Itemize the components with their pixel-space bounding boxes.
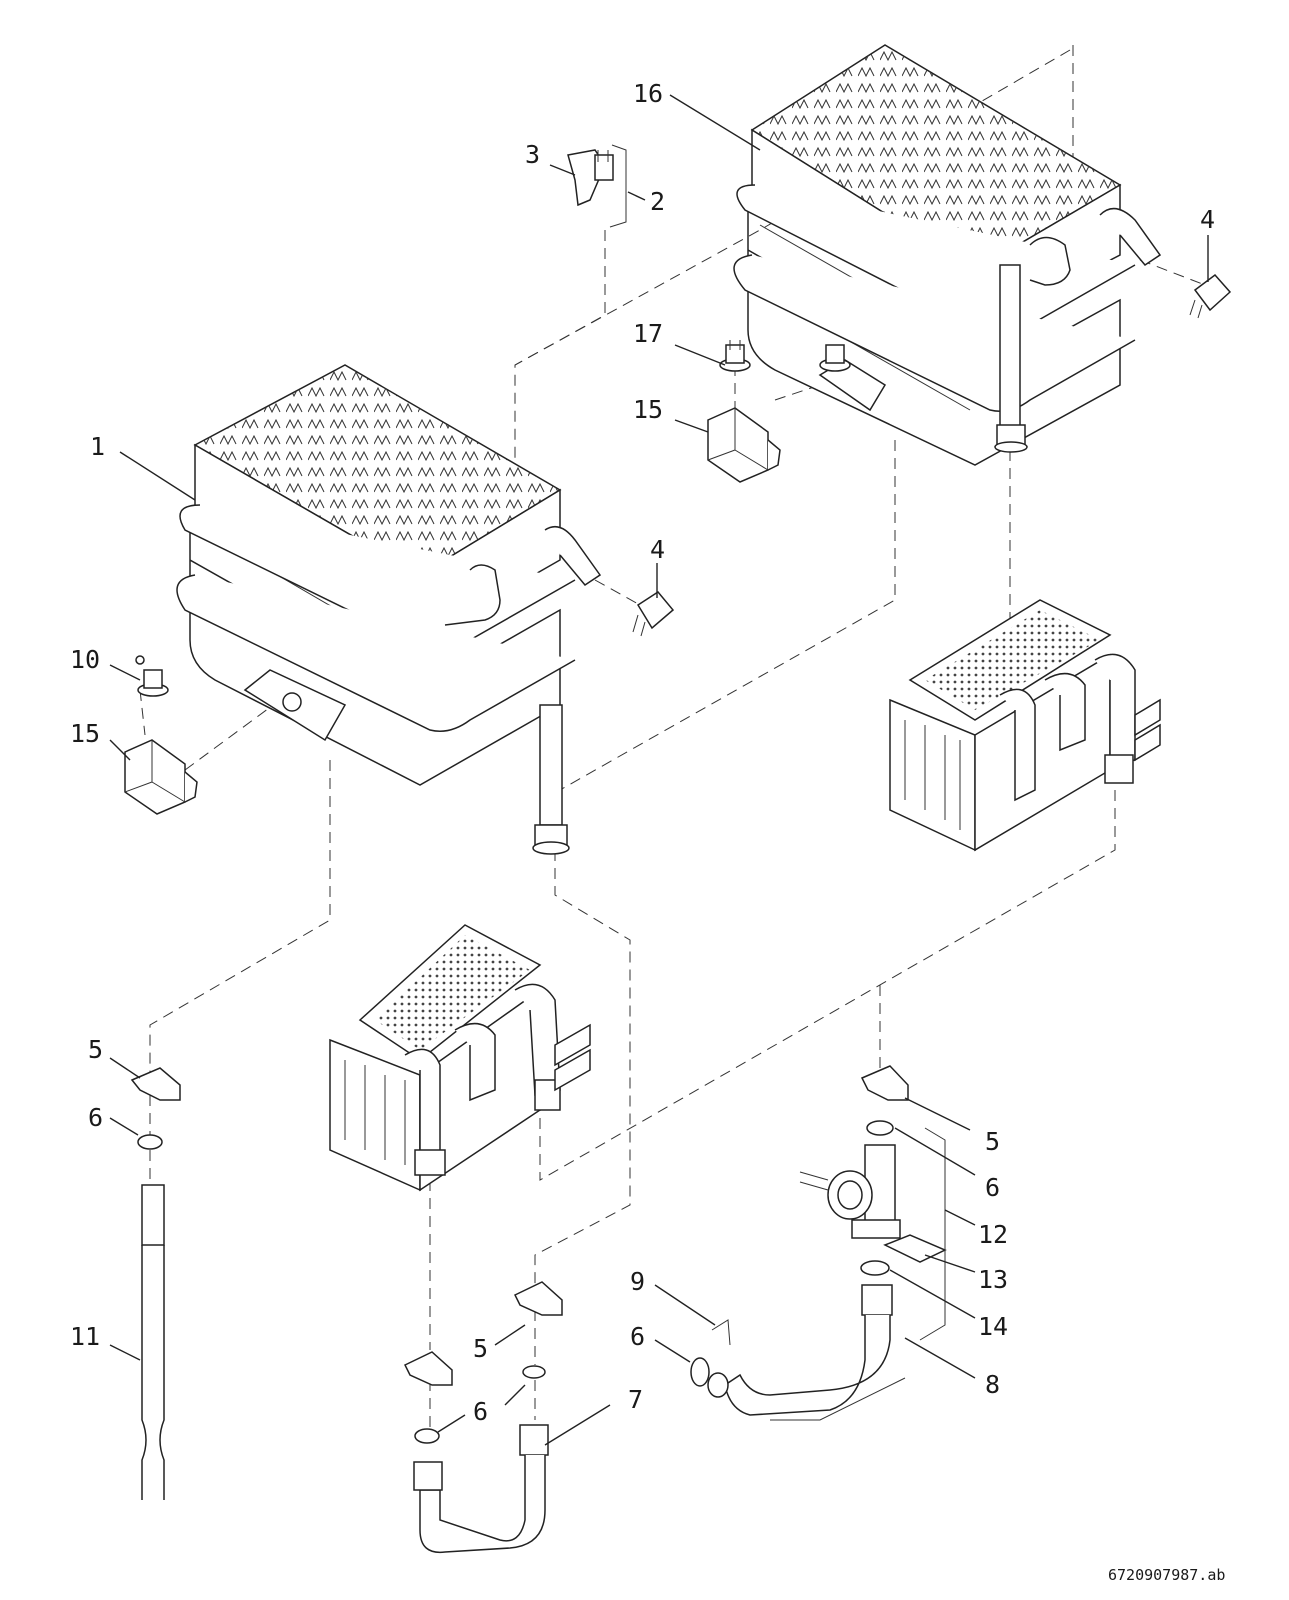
bracket-15-right	[707, 407, 781, 483]
assembly-dashed-lines	[139, 45, 1206, 1430]
burner-left	[329, 924, 591, 1192]
clip-9	[711, 1319, 731, 1346]
connector-4-left	[632, 591, 675, 637]
callout-15-right: 15	[633, 395, 663, 424]
callout-11: 11	[70, 1322, 100, 1351]
clip-5-bottom-a	[403, 1351, 453, 1386]
seal-13	[883, 1234, 947, 1263]
callout-7: 7	[628, 1385, 643, 1414]
callout-5-left: 5	[88, 1035, 103, 1064]
limit-thermostat-17	[719, 340, 851, 372]
clip-5-left	[130, 1067, 181, 1101]
callout-5-right: 5	[985, 1127, 1000, 1156]
callout-10: 10	[70, 645, 100, 674]
leader-lines	[109, 94, 1209, 1446]
callout-4-right: 4	[1200, 205, 1215, 234]
bracket-2	[609, 144, 627, 228]
pipe-7	[413, 1424, 549, 1554]
sensor-clip-3-2	[567, 149, 614, 207]
bracket-15-left	[124, 739, 198, 815]
callout-1: 1	[90, 432, 105, 461]
callout-6-right: 6	[985, 1173, 1000, 1202]
callout-15-left: 15	[70, 719, 100, 748]
flow-sensor-12	[799, 1144, 901, 1239]
callout-labels: 1 2 3 4 4 5 5 5 6 6 6 6 7 8 9 10 11 12 1…	[70, 79, 1215, 1426]
pipe-8	[707, 1284, 906, 1421]
callout-3: 3	[525, 140, 540, 169]
heat-exchanger-left	[176, 364, 602, 855]
thermostat-10	[135, 655, 169, 697]
callout-2: 2	[650, 187, 665, 216]
callout-6-bottom: 6	[473, 1397, 488, 1426]
callout-12: 12	[978, 1220, 1008, 1249]
clip-5-right	[860, 1065, 909, 1101]
callout-4-left: 4	[650, 535, 665, 564]
clip-5-bottom-b	[513, 1281, 563, 1316]
callout-13: 13	[978, 1265, 1008, 1294]
drawing-reference-code: 6720907987.ab	[1108, 1566, 1225, 1584]
callout-14: 14	[978, 1312, 1008, 1341]
callout-17: 17	[633, 319, 663, 348]
bracket-12-14	[919, 1127, 946, 1341]
callout-8: 8	[985, 1370, 1000, 1399]
burner-right	[889, 599, 1161, 852]
o-rings	[137, 1120, 894, 1444]
callout-16: 16	[633, 79, 663, 108]
callout-6-left: 6	[88, 1103, 103, 1132]
callout-9: 9	[630, 1267, 645, 1296]
hose-11	[141, 1184, 165, 1500]
callout-5-bottom: 5	[473, 1334, 488, 1363]
heat-exchanger-right	[733, 44, 1162, 466]
callout-6-pipe8: 6	[630, 1322, 645, 1351]
